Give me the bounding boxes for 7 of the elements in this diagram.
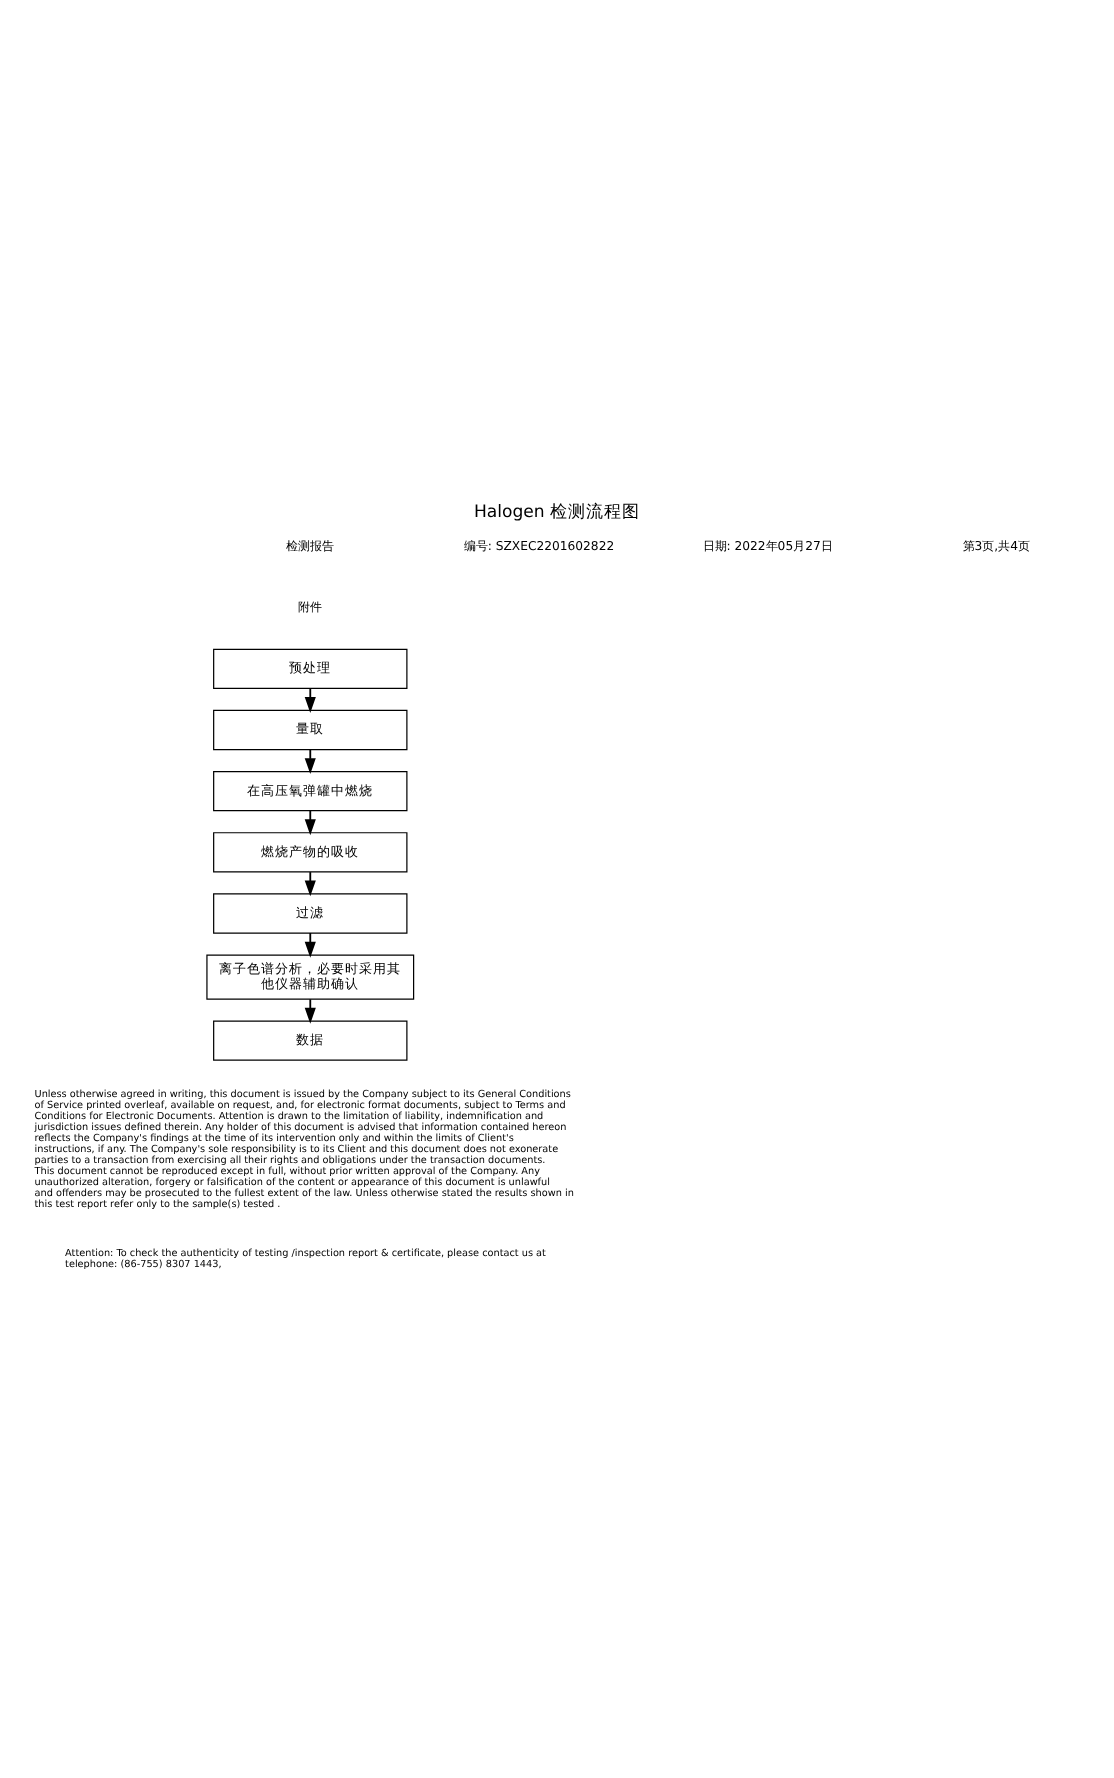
arrow: [304, 932, 316, 958]
arrow: [304, 998, 316, 1024]
arrow: [304, 748, 316, 775]
arrow: [304, 871, 316, 897]
arrow: [304, 810, 316, 836]
arrow: [304, 687, 316, 713]
diagram-title: Halogen 检测流程图: [473, 503, 641, 524]
